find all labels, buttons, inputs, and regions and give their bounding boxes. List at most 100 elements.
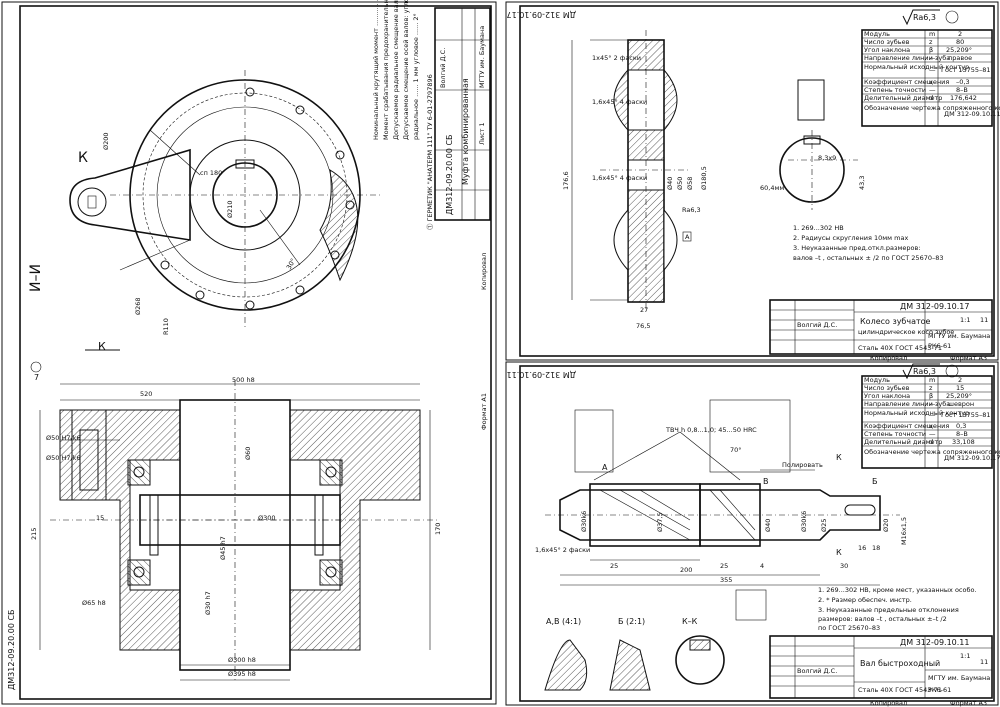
assembly-copied: Копировал (480, 253, 488, 290)
dim-left: 520 (140, 390, 152, 398)
dim-ring: Ø300 (258, 514, 276, 522)
dim-out: Ø200 (102, 132, 110, 150)
gear-param-row: Модуль m 2 (864, 30, 962, 38)
shaft-param-row: Модуль m 2 (864, 376, 962, 384)
shaft-callout-b: Б (872, 477, 878, 486)
svg-text:β: β (929, 392, 933, 400)
gear-param-row: Делительный диаметр d 176,642 (864, 94, 977, 102)
svg-text:Обозначение чертежа сопряженно: Обозначение чертежа сопряженного колеса (864, 448, 1000, 456)
assembly-note-5: радиальное ...... 1 мм угловое ...... 2° (412, 13, 420, 140)
svg-text:Делительный диаметр: Делительный диаметр (864, 438, 942, 446)
svg-text:по ГОСТ 25670–83: по ГОСТ 25670–83 (818, 624, 880, 632)
svg-text:правое: правое (948, 54, 972, 62)
gear-param-row: Нормальный исходный контур — Гост 13755–… (864, 63, 991, 74)
svg-text:валов –t , остальных ± /2 по: валов –t , остальных ± /2 по ГОСТ 25670–… (793, 254, 944, 262)
assembly-title-sheet: Лист 1 (478, 122, 486, 145)
gear-param-row: Направление линии зуба — правое (864, 54, 972, 62)
shaft-title-group: РК6-61 (928, 686, 951, 694)
gear-title-material: Сталь 40Х ГОСТ 4543-71 (858, 344, 942, 352)
svg-text:Степень точности: Степень точности (864, 430, 926, 438)
gear-dim-76: 76,5 (636, 322, 650, 330)
shaft-dim-d30a: Ø30k6 (580, 511, 588, 532)
shaft-roughness-mark: Ra6,3 (902, 363, 959, 380)
shaft-format: Формат А3 (950, 699, 987, 707)
svg-text:Нормальный исходный контур: Нормальный исходный контур (864, 409, 969, 417)
shaft-title-name: Вал быстроходный (860, 659, 940, 668)
dim-key: сп 180 (200, 169, 222, 177)
assembly-note-4: Допускаемое смещение осей валов: угловое… (402, 0, 410, 140)
shaft-dim-25b: 25 (720, 562, 728, 570)
shaft-detail-views (544, 589, 767, 691)
svg-text:x: x (929, 78, 933, 86)
svg-text:—: — (929, 400, 936, 408)
svg-text:Ra6,3: Ra6,3 (913, 13, 936, 22)
gear-title-name: Колесо зубчатое (860, 317, 931, 326)
shaft-callout-k1: К (836, 453, 842, 462)
svg-text:m: m (929, 376, 935, 384)
svg-text:15: 15 (956, 384, 964, 392)
gear-dim-d50: Ø50 (676, 177, 684, 190)
svg-text:2. * Размер обеспеч. инстр.: 2. * Размер обеспеч. инстр. (818, 596, 912, 604)
svg-text:–0,3: –0,3 (956, 78, 970, 86)
dim-height-right: 170 (434, 523, 442, 535)
svg-text:Обозначение чертежа сопряженно: Обозначение чертежа сопряженного колеса (864, 104, 1000, 112)
dim-pcd: Ø210 (226, 200, 234, 218)
svg-text:d: d (929, 438, 933, 446)
dim-r: R110 (162, 318, 170, 335)
svg-text:Делительный диаметр: Делительный диаметр (864, 94, 942, 102)
dim-shaft1: Ø30 h7 (204, 591, 212, 615)
gear-section-view (571, 30, 690, 310)
shaft-title-author: Волгий Д.С. (797, 667, 837, 675)
section-label: И–И (28, 264, 44, 292)
shaft-title-sheet: 11 (980, 658, 988, 666)
shaft-title-block: ДМ 312-09.10.11 Вал быстроходный Сталь 4… (769, 635, 993, 699)
svg-text:—: — (929, 54, 936, 62)
shaft-callout-v: В (763, 477, 769, 486)
svg-text:Гост 13755–81: Гост 13755–81 (941, 66, 991, 74)
gear-dim-chamfer1: 1х45° 2 фаски (592, 54, 641, 62)
coupling-section-view: 500 h8 520 (39, 376, 440, 681)
svg-text:Угол наклона: Угол наклона (864, 392, 910, 400)
gear-notes: 1. 269...302 НВ 2. Радиусы скругления 10… (793, 224, 944, 262)
svg-text:Число зубьев: Число зубьев (864, 384, 910, 392)
gear-dim-width: 176,6 (562, 171, 570, 190)
shaft-main-view (545, 399, 900, 586)
gear-dim-27: 27 (640, 306, 648, 314)
gear-dim-d40: Ø40 (666, 177, 674, 190)
dim-shaft2: Ø45 h7 (219, 536, 227, 560)
svg-text:33,108: 33,108 (952, 438, 975, 446)
assembly-note-2: Момент срабатывания предохранительной му… (382, 0, 390, 140)
svg-text:2: 2 (958, 30, 962, 38)
shaft-dim-25a: 25 (610, 562, 618, 570)
gear-datum-a: А (685, 233, 690, 241)
bolt-holes (160, 87, 355, 310)
svg-text:m: m (929, 30, 935, 38)
assembly-title-author: Волгий Д.С. (439, 48, 447, 88)
gear-key-depth: 60,4мм (760, 184, 784, 192)
gear-dim-chamfer3: 1,6х45° 4 фаски (592, 174, 647, 182)
shaft-notes: 1. 269...302 НВ, кроме мест, указанных о… (818, 586, 977, 632)
shaft-title-scale: 1:1 (960, 652, 970, 660)
gear-copied: Копировал (870, 354, 907, 362)
svg-text:8–В: 8–В (956, 86, 968, 94)
gear-title-scale: 1:1 (960, 316, 970, 324)
gear-title-code: ДМ 312-09.10.17 (900, 302, 969, 311)
shaft-callout-hrc: ТВЧ h 0,8...1,0; 45...50 HRC (665, 426, 757, 434)
svg-text:8–В: 8–В (956, 430, 968, 438)
gear-title-sub: цилиндрическое косо зубое (858, 328, 954, 336)
svg-text:z: z (929, 384, 933, 392)
gear-key-dim: 8,3x9 (818, 154, 836, 162)
dim-15: 15 (96, 514, 104, 522)
gear-roughness-mark: Ra6,3 (902, 9, 959, 26)
svg-text:1. 269...302 НВ, кроме мест,: 1. 269...302 НВ, кроме мест, указанных о… (818, 586, 977, 594)
bearings (127, 459, 343, 586)
shaft-param-row: Направление линии зуба — шеврон (864, 400, 974, 408)
shaft-detail-kk: К–К (682, 617, 698, 626)
svg-text:Ra6,3: Ra6,3 (913, 367, 936, 376)
svg-text:Коэффициент смещения: Коэффициент смещения (864, 78, 949, 86)
gear-stamp-top: ДМ 312-09.10.17 (507, 10, 576, 19)
shaft-callout-k2: К (836, 548, 842, 557)
shaft-param-row: Нормальный исходный контур — Гост 13755–… (864, 409, 991, 419)
svg-text:2: 2 (958, 376, 962, 384)
